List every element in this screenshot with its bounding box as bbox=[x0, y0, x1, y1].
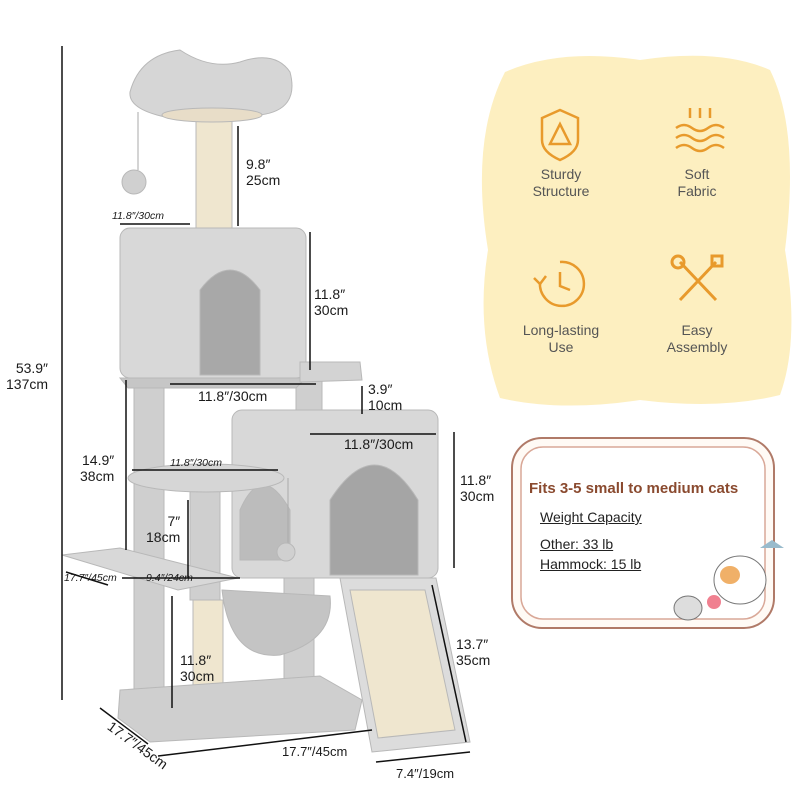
dim-lower-condo-width: 11.8″/30cm bbox=[344, 436, 414, 452]
soft-waves-icon bbox=[675, 108, 725, 153]
wrench-screwdriver-icon bbox=[670, 254, 724, 302]
clock-refresh-icon bbox=[533, 260, 586, 308]
cartoon-cats-illustration bbox=[673, 540, 784, 621]
dim-scratch-post: 11.8″ 30cm bbox=[180, 652, 214, 684]
dim-total-height-in: 53.9″ bbox=[15, 360, 49, 376]
dim-lower-condo-height-cm: 30cm bbox=[460, 488, 495, 505]
dim-top-width: 11.8″/30cm bbox=[112, 210, 164, 222]
dim-upper-condo-width: 11.8″/30cm bbox=[198, 388, 268, 404]
feature-sturdy-structure: Sturdy Structure bbox=[532, 166, 590, 199]
dim-upper-condo-height: 11.8″ 30cm bbox=[314, 286, 348, 318]
dim-round-platform: 11.8″/30cm bbox=[170, 457, 222, 469]
shield-triangle-icon bbox=[540, 108, 580, 162]
dim-left-height-in: 14.9″ bbox=[82, 452, 115, 468]
dim-left-height-cm: 38cm bbox=[80, 468, 115, 485]
capacity-heading: Weight Capacity bbox=[540, 509, 642, 525]
dim-perch-gap-cm: 18cm bbox=[146, 529, 181, 546]
dim-step-gap-in: 3.9″ bbox=[368, 381, 393, 397]
dim-side-perch-depth: 17.7″/45cm bbox=[64, 572, 117, 584]
dim-top-post: 9.8″ 25cm bbox=[246, 156, 280, 188]
dim-lower-condo-height-in: 11.8″ bbox=[460, 472, 492, 488]
capacity-hammock: Hammock: 15 lb bbox=[540, 556, 642, 572]
dim-ramp-length-cm: 35cm bbox=[456, 652, 491, 669]
feature-soft-fabric: Soft Fabric bbox=[677, 166, 717, 199]
dim-total-height-cm: 137cm bbox=[6, 376, 49, 393]
dim-upper-condo-height-cm: 30cm bbox=[314, 302, 349, 319]
dim-perch-gap-in: 7″ bbox=[167, 513, 181, 529]
capacity-title: Fits 3-5 small to medium cats bbox=[529, 480, 739, 497]
dim-side-perch-width: 9.4″/24cm bbox=[146, 572, 193, 584]
dim-scratch-post-in: 11.8″ bbox=[180, 652, 212, 668]
cat-tree bbox=[61, 49, 471, 753]
dim-lower-condo-height: 11.8″ 30cm bbox=[460, 472, 494, 504]
dim-step-gap-cm: 10cm bbox=[368, 397, 403, 414]
dim-top-post-cm: 25cm bbox=[246, 172, 281, 189]
capacity-card-inner bbox=[520, 446, 766, 620]
dim-top-post-in: 9.8″ bbox=[246, 156, 271, 172]
dim-upper-condo-height-in: 11.8″ bbox=[314, 286, 346, 302]
dimension-lines bbox=[61, 46, 471, 763]
dim-perch-gap: 7″ 18cm bbox=[146, 513, 180, 545]
dim-total-height: 53.9″ 137cm bbox=[6, 360, 48, 392]
dim-left-height: 14.9″ 38cm bbox=[80, 452, 114, 484]
capacity-other: Other: 33 lb bbox=[540, 536, 614, 552]
dim-ramp-width: 7.4″/19cm bbox=[396, 766, 455, 781]
dim-scratch-post-cm: 30cm bbox=[180, 668, 215, 685]
dim-ramp-length-in: 13.7″ bbox=[456, 636, 489, 652]
dim-ramp-length: 13.7″ 35cm bbox=[456, 636, 490, 668]
dim-base-width: 17.7″/45cm bbox=[282, 744, 348, 759]
feature-long-lasting-use: Long-lasting Use bbox=[522, 322, 600, 355]
feature-easy-assembly: Easy Assembly bbox=[666, 322, 728, 355]
dim-step-gap: 3.9″ 10cm bbox=[368, 381, 402, 413]
